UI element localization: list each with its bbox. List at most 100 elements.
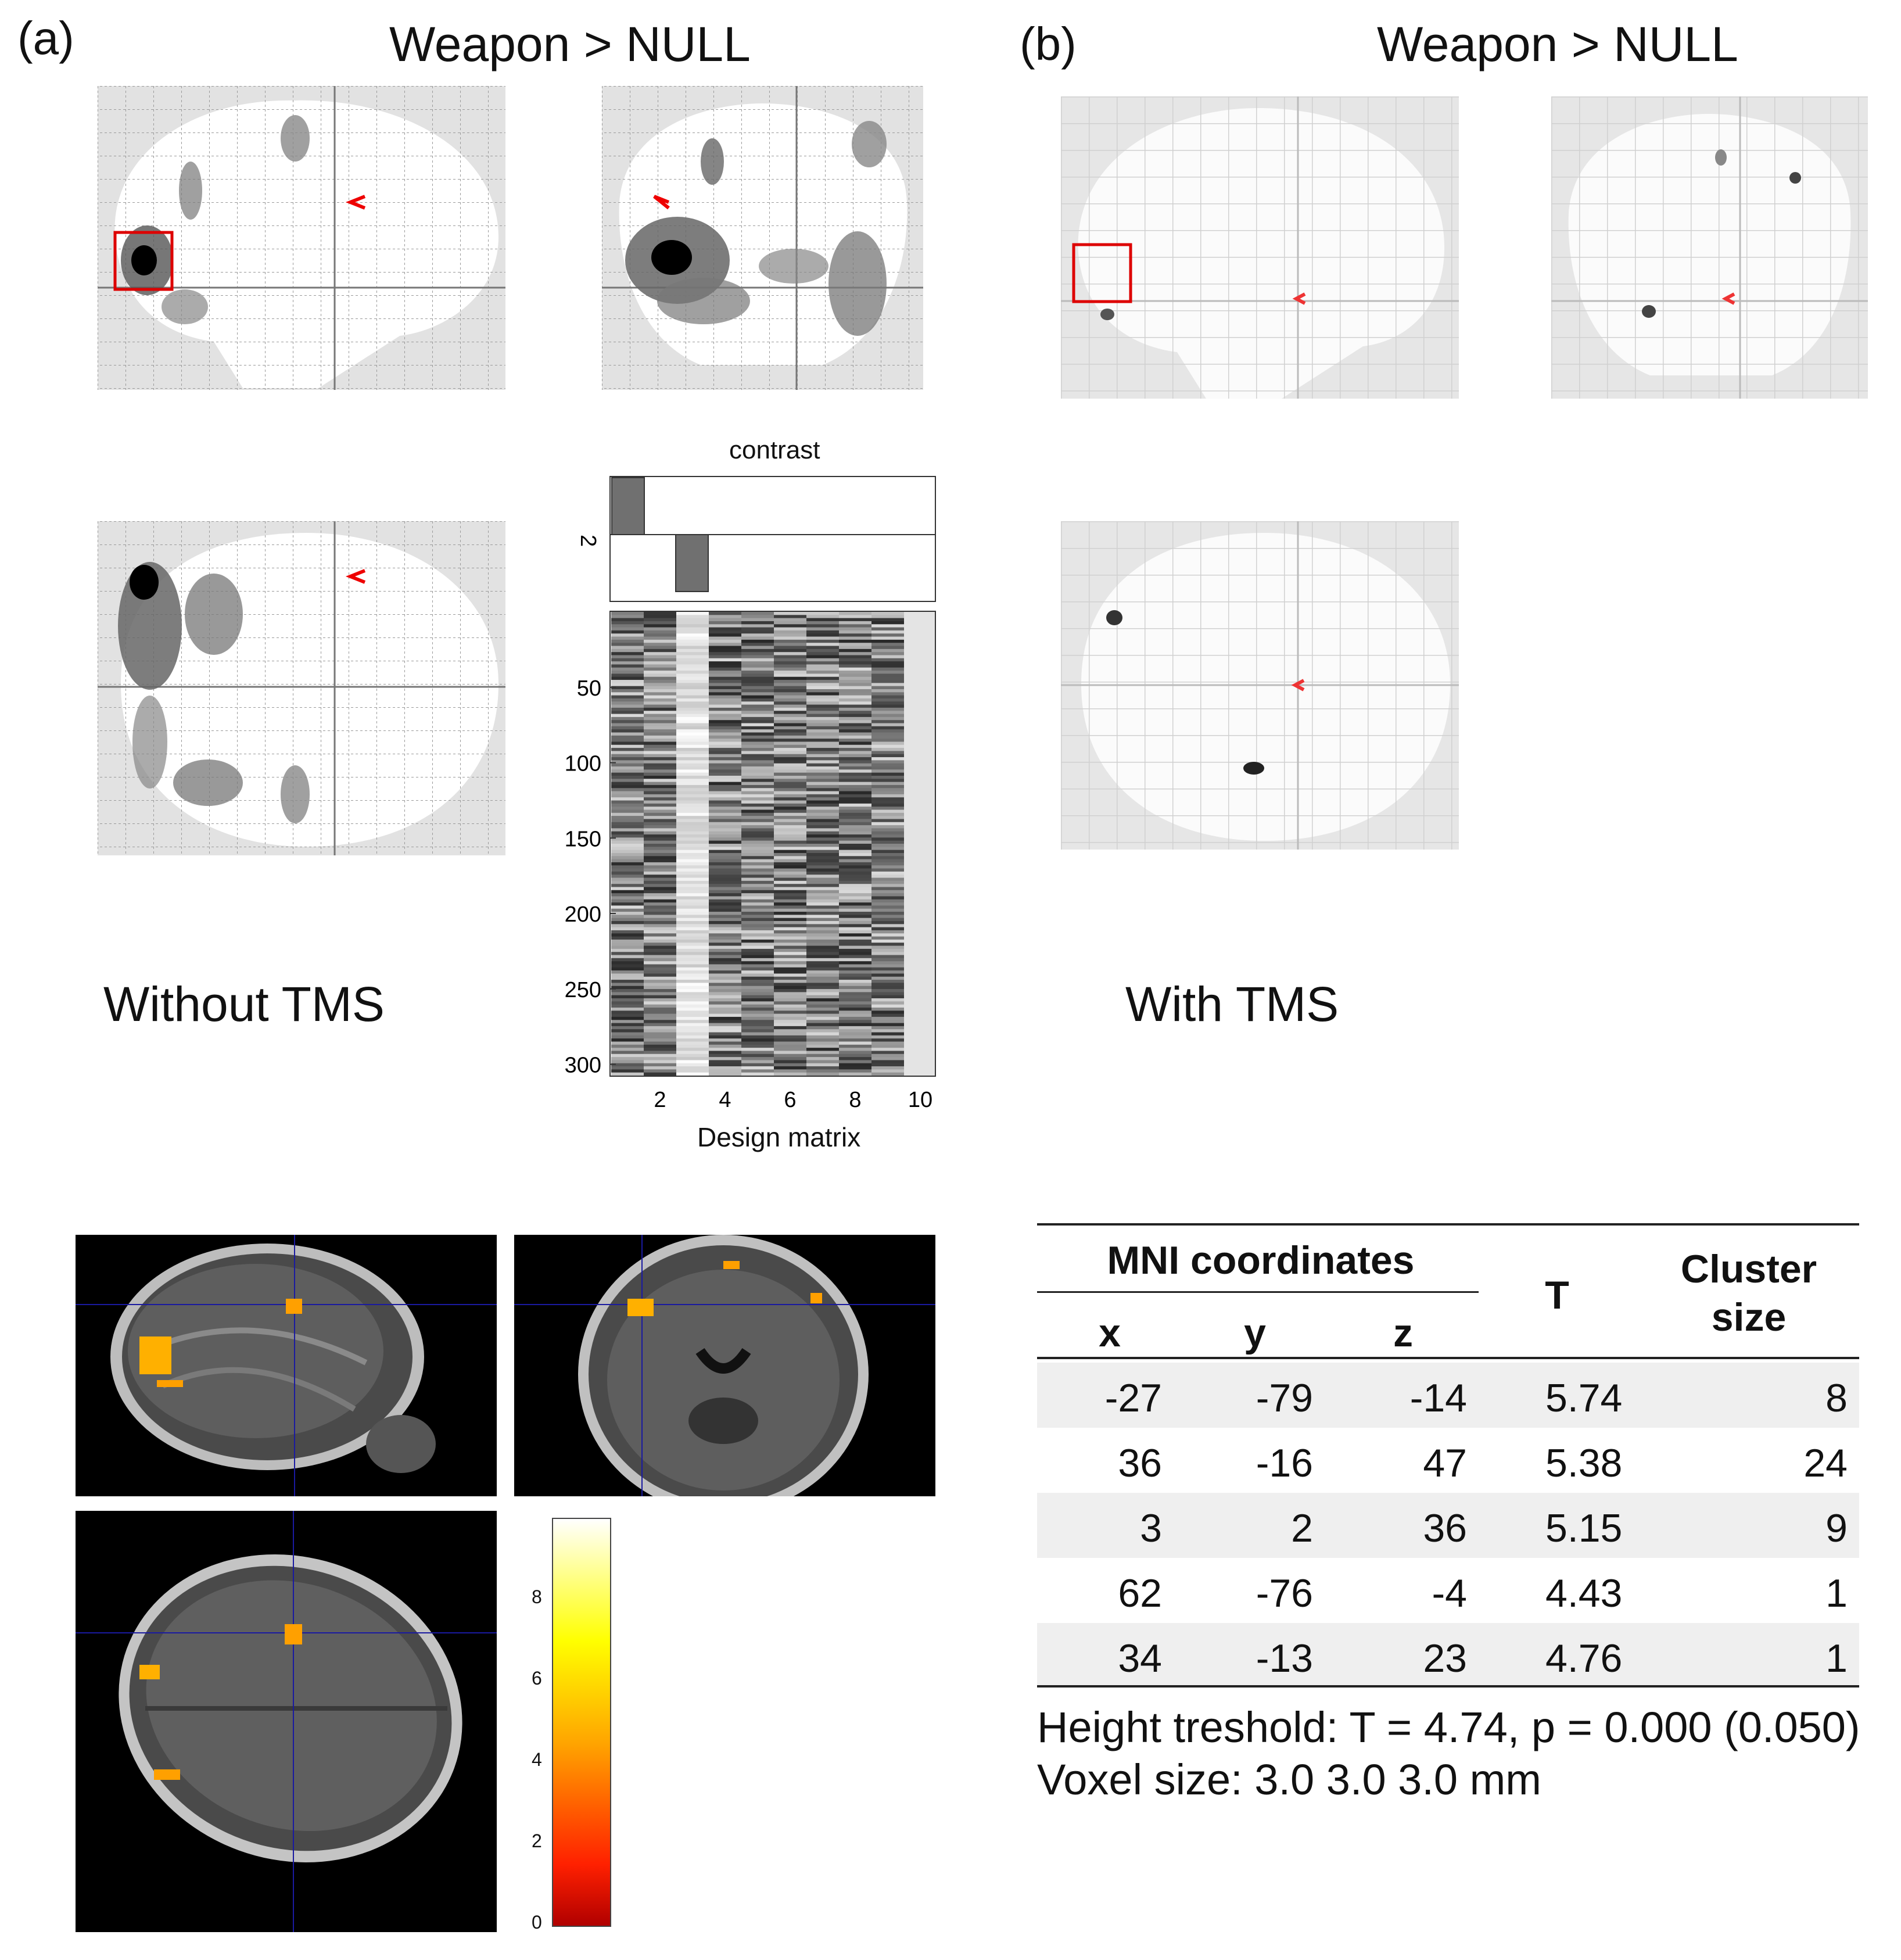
design-matrix-cell [871, 847, 904, 851]
design-matrix-ytick: 100 [565, 752, 601, 776]
design-matrix-cell [741, 880, 774, 884]
design-matrix-cell [904, 1069, 935, 1073]
design-matrix-cell [904, 704, 935, 708]
design-matrix-cell [676, 707, 709, 711]
design-matrix-cell [676, 1051, 709, 1055]
design-matrix-cell [904, 887, 935, 891]
design-matrix-cell [839, 868, 871, 872]
design-matrix-cell [709, 921, 741, 925]
design-matrix-cell [774, 850, 806, 854]
design-matrix-cell [774, 615, 806, 619]
design-matrix-cell [871, 930, 904, 934]
design-matrix-cell [709, 1060, 741, 1064]
design-matrix-cell [839, 643, 871, 647]
design-matrix-cell [644, 648, 676, 653]
design-matrix-cell [871, 735, 904, 739]
design-matrix-cell [709, 676, 741, 680]
design-matrix-cell [871, 698, 904, 702]
design-matrix-cell [871, 816, 904, 820]
design-matrix-cell [676, 995, 709, 999]
design-matrix-cell [611, 825, 644, 829]
design-matrix-cell [904, 735, 935, 739]
design-matrix-cell [611, 884, 644, 888]
design-matrix-ytick: 250 [565, 978, 601, 1002]
design-matrix-cell [676, 976, 709, 980]
design-matrix-cell [644, 782, 676, 786]
design-matrix-cell [774, 726, 806, 730]
design-matrix-cell [839, 945, 871, 949]
design-matrix-cell [676, 741, 709, 746]
design-matrix-cell [871, 701, 904, 705]
design-matrix-cell [806, 707, 839, 711]
design-matrix-cell [644, 667, 676, 671]
table-cell-z: -14 [1409, 1376, 1467, 1420]
design-matrix-cell [774, 794, 806, 798]
design-matrix-cell [611, 967, 644, 971]
design-matrix-cell [676, 744, 709, 748]
design-matrix-cell [709, 1026, 741, 1030]
design-matrix-cell [904, 936, 935, 940]
design-matrix-cell [741, 707, 774, 711]
design-matrix-cell [871, 741, 904, 746]
design-matrix-cell [709, 800, 741, 804]
design-matrix-cell [774, 754, 806, 758]
design-matrix-cell [741, 865, 774, 869]
design-matrix-cell [611, 673, 644, 678]
design-matrix-cell [676, 983, 709, 987]
design-matrix-cell [611, 970, 644, 974]
design-matrix-cell [676, 918, 709, 922]
design-matrix-cell [644, 952, 676, 956]
design-matrix-cell [644, 784, 676, 789]
design-matrix-cell [676, 822, 709, 826]
design-matrix-cell [644, 639, 676, 643]
design-matrix-cell [806, 704, 839, 708]
design-matrix-cell [676, 772, 709, 776]
design-matrix-cell [676, 698, 709, 702]
design-matrix-cell [774, 739, 806, 743]
design-matrix-cell [806, 683, 839, 687]
design-matrix-cell [741, 723, 774, 727]
design-matrix-cell [611, 692, 644, 696]
design-matrix-cell [774, 692, 806, 696]
design-matrix-cell [839, 782, 871, 786]
design-matrix-cell [611, 788, 644, 792]
design-matrix-cell [839, 983, 871, 987]
col-cluster-header-2: size [1711, 1295, 1787, 1339]
design-matrix-cell [871, 921, 904, 925]
design-matrix-cell [709, 989, 741, 992]
design-matrix-cell [871, 772, 904, 776]
design-matrix-cell [611, 952, 644, 956]
design-matrix-cell [904, 868, 935, 872]
table-cell-k: 24 [1803, 1441, 1848, 1485]
design-matrix-cell [839, 671, 871, 674]
design-matrix-cell [806, 812, 839, 816]
design-matrix-cell [904, 884, 935, 888]
design-matrix-cell [611, 716, 644, 721]
design-matrix-cell [839, 1063, 871, 1067]
design-matrix-cell [806, 877, 839, 882]
design-matrix-cell [676, 661, 709, 665]
design-matrix-cell [644, 877, 676, 882]
design-matrix-cell [709, 754, 741, 758]
design-matrix-cell [741, 890, 774, 894]
design-matrix-cell [806, 1020, 839, 1024]
design-matrix-cell [806, 828, 839, 832]
design-matrix-cell [839, 989, 871, 992]
design-matrix-cell [644, 812, 676, 816]
design-matrix-cell [774, 964, 806, 968]
design-matrix-cell [839, 1026, 871, 1030]
design-matrix-cell [839, 1013, 871, 1017]
design-matrix-cell [676, 1069, 709, 1073]
design-matrix-cell [904, 1032, 935, 1036]
design-matrix-cell [904, 664, 935, 668]
design-matrix-cell [644, 655, 676, 659]
design-matrix-cell [709, 692, 741, 696]
design-matrix-cell [676, 680, 709, 683]
design-matrix-cell [774, 698, 806, 702]
design-matrix-cell [774, 1048, 806, 1052]
design-matrix-cell [904, 955, 935, 959]
design-matrix-cell [741, 739, 774, 743]
design-matrix-cell [806, 618, 839, 622]
design-matrix-xtick: 2 [654, 1088, 666, 1112]
design-matrix-cell [644, 856, 676, 860]
